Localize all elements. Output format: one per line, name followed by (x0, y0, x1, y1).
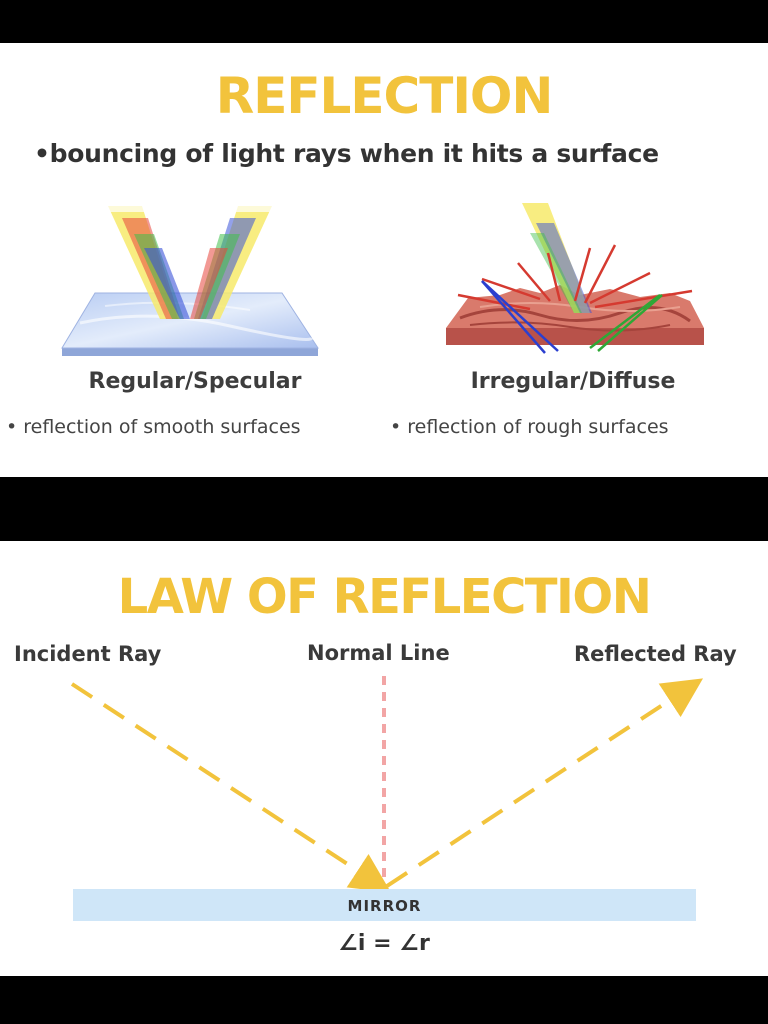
law-of-reflection-panel: LAW OF REFLECTION Incident Ray Normal Li… (0, 541, 768, 976)
incident-ray (70, 682, 392, 893)
reflected-ray-label: Reflected Ray (574, 642, 737, 666)
mirror: MIRROR (73, 889, 696, 921)
mirror-label: MIRROR (347, 897, 422, 915)
specular-incoming-beam (108, 206, 190, 319)
diffuse-reflection-illustration (446, 203, 704, 354)
law-title: LAW OF REFLECTION (117, 569, 652, 625)
diffuse-description: • reflection of rough surfaces (390, 416, 669, 438)
incident-ray-label: Incident Ray (14, 642, 162, 666)
law-of-reflection-diagram (70, 676, 704, 893)
page-title: REFLECTION (215, 67, 554, 125)
diffuse-scattered-rays (457, 244, 693, 354)
specular-title: Regular/Specular (88, 369, 302, 394)
specular-description: • reflection of smooth surfaces (6, 416, 301, 438)
diffuse-title: Irregular/Diffuse (470, 369, 676, 394)
reflection-definition: •bouncing of light rays when it hits a s… (34, 139, 659, 168)
specular-reflection-illustration (61, 198, 319, 356)
reflection-panel: REFLECTION •bouncing of light rays when … (0, 43, 768, 477)
specular-reflected-beam (190, 206, 272, 319)
reflected-ray (385, 678, 704, 888)
angle-equation: ∠i = ∠r (338, 931, 430, 956)
normal-line-label: Normal Line (307, 641, 450, 665)
